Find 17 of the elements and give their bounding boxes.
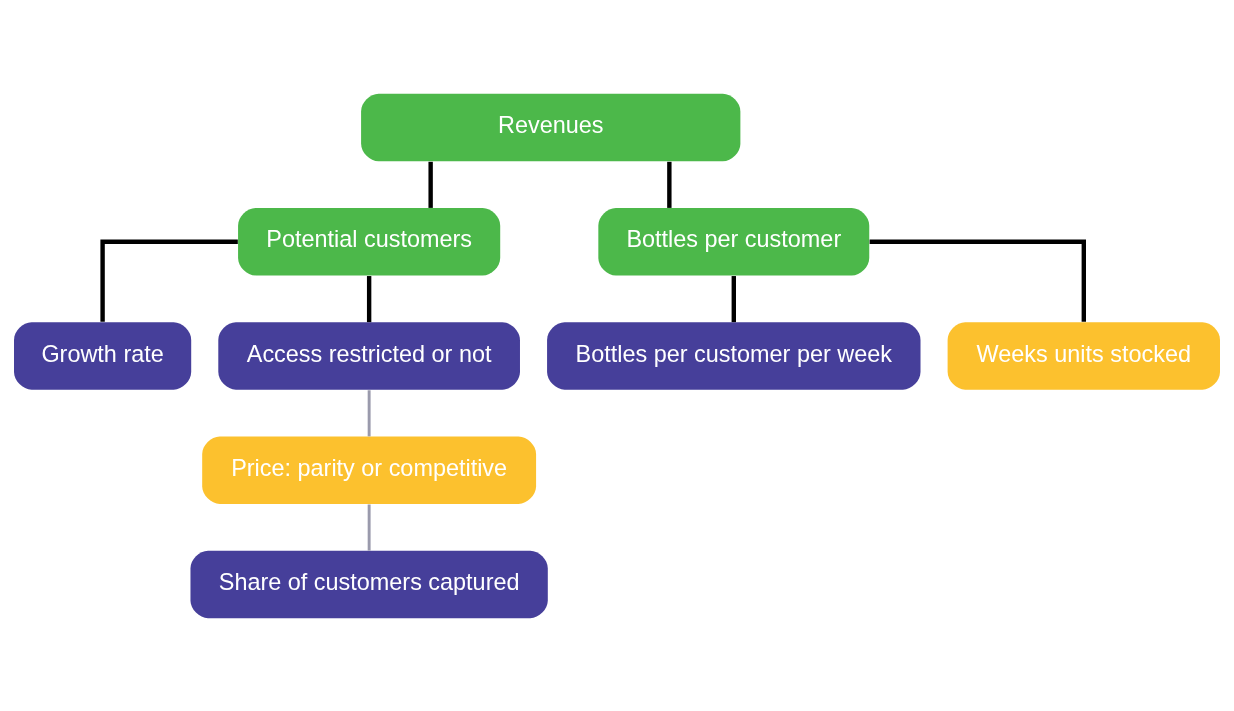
node-box: Bottles per customer per week bbox=[547, 321, 921, 390]
connector bbox=[367, 504, 371, 551]
node-box: Bottles per customer bbox=[598, 207, 870, 275]
connector bbox=[869, 239, 1086, 322]
node-box: Revenues bbox=[361, 93, 741, 161]
connector bbox=[366, 275, 372, 322]
connector bbox=[667, 161, 672, 208]
connector bbox=[367, 389, 371, 436]
connector bbox=[731, 275, 736, 322]
connector bbox=[428, 161, 433, 208]
node-box: Share of customers captured bbox=[190, 550, 548, 618]
node-box: Growth rate bbox=[14, 321, 192, 390]
node-box: Price: parity or competitive bbox=[202, 436, 537, 504]
node-box: Access restricted or not bbox=[218, 321, 520, 390]
node-box: Potential customers bbox=[238, 207, 501, 275]
node-box: Weeks units stocked bbox=[947, 321, 1220, 390]
connector bbox=[100, 239, 238, 322]
